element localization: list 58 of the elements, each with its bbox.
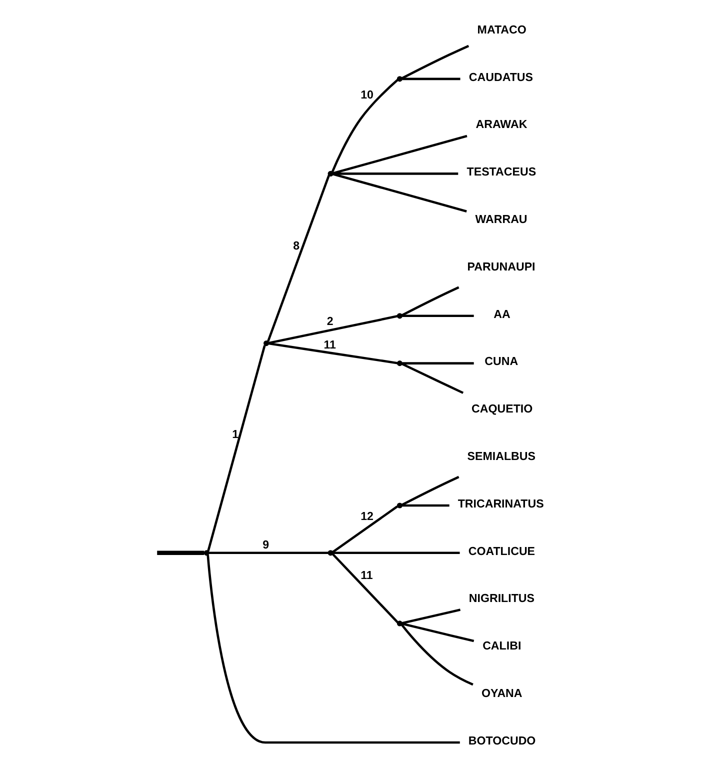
edge-label: 11 xyxy=(360,570,372,582)
node-point xyxy=(396,360,402,366)
edge-label: 2 xyxy=(326,316,333,328)
connector xyxy=(402,362,474,364)
node-text: MATACO xyxy=(476,24,526,36)
connector xyxy=(206,345,266,552)
connector xyxy=(332,134,467,174)
connector xyxy=(206,554,460,744)
edge-label: 1 xyxy=(232,428,238,441)
node-text: CALIBI xyxy=(482,640,521,653)
connector xyxy=(402,504,449,507)
connector xyxy=(266,174,330,342)
connector xyxy=(400,362,464,394)
connector xyxy=(332,173,466,212)
node-text: TRICARINATUS xyxy=(457,498,544,510)
node-point xyxy=(396,620,402,626)
connector xyxy=(268,342,398,364)
node-point xyxy=(327,550,333,556)
node-point xyxy=(263,340,269,346)
node-text: AA xyxy=(493,308,510,321)
edge-label: 11 xyxy=(323,339,336,352)
node-text: WARRAU xyxy=(474,214,527,226)
connector xyxy=(332,506,398,554)
node-point xyxy=(396,502,402,508)
node-point xyxy=(396,76,402,82)
connector xyxy=(402,314,474,318)
node-point xyxy=(396,313,402,319)
node-text: TESTACEUS xyxy=(466,166,536,179)
node-text: CUNA xyxy=(484,356,518,368)
node-text: ARAWAK xyxy=(475,119,527,132)
node-text: BOTOCUDO xyxy=(468,735,536,748)
node-text: NIGRILITUS xyxy=(468,593,534,606)
connector xyxy=(401,608,460,624)
connector xyxy=(268,315,398,344)
node-text: PARUNAUPI xyxy=(466,261,535,274)
connector xyxy=(400,476,459,506)
connector xyxy=(400,286,459,316)
node-text: COATLICUE xyxy=(468,546,535,558)
edge-label: 12 xyxy=(360,511,373,524)
connector xyxy=(208,552,328,554)
node-point xyxy=(327,170,333,177)
connector xyxy=(156,550,204,555)
node-text: SEMIALBUS xyxy=(466,450,535,463)
connector xyxy=(400,44,469,80)
edge-label: 9 xyxy=(262,539,269,552)
connector xyxy=(330,78,398,172)
edge-label: 10 xyxy=(360,90,373,102)
connector xyxy=(331,553,398,624)
edge-label: 8 xyxy=(292,240,300,252)
connector xyxy=(400,624,473,686)
connector xyxy=(402,78,460,80)
connector xyxy=(401,622,474,642)
node-text: OYANA xyxy=(481,688,522,700)
connector xyxy=(332,552,460,554)
node-point xyxy=(203,550,209,556)
node-text: CAQUETIO xyxy=(471,404,532,416)
connector xyxy=(332,172,458,175)
node-text: CAUDATUS xyxy=(468,72,532,84)
